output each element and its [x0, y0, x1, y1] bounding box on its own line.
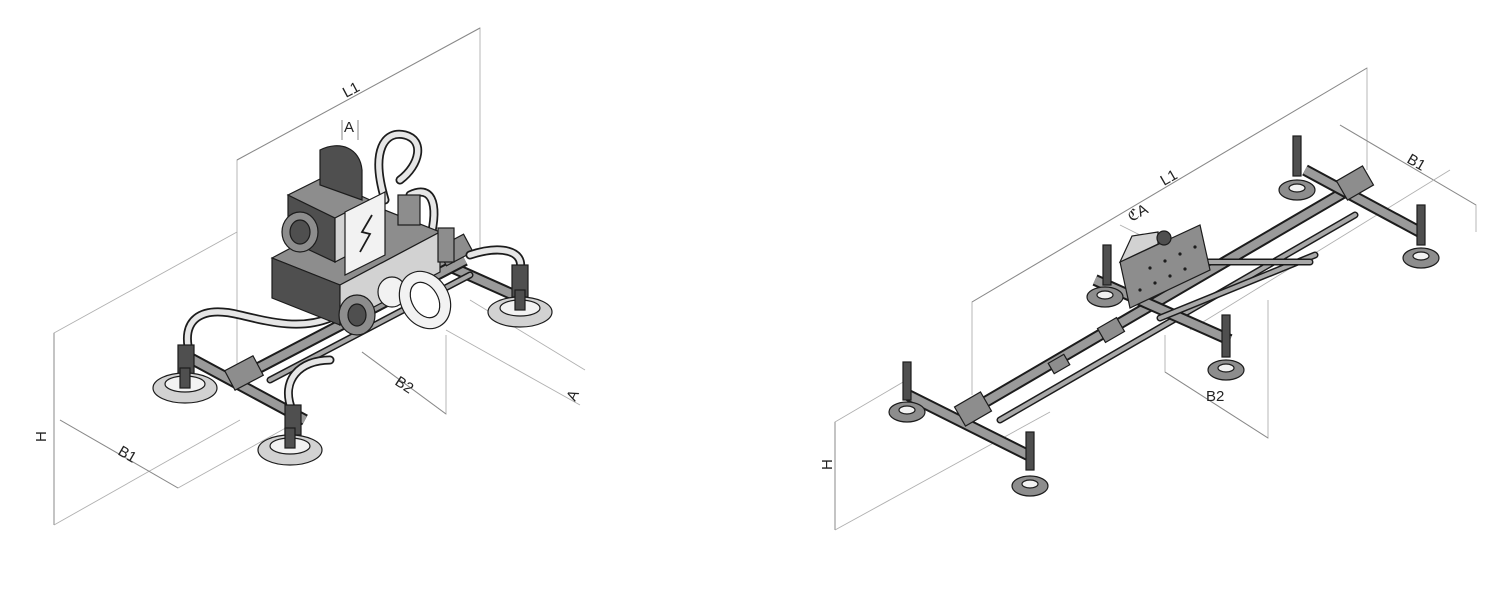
dimension-label-b2: B2	[1206, 388, 1224, 405]
dimension-label-a-side: A	[563, 387, 583, 403]
suction-pad	[1207, 314, 1245, 381]
dimension-label-b1: B1	[115, 443, 139, 467]
suction-pads	[888, 135, 1440, 497]
suction-pad	[487, 264, 553, 328]
vacuum-lifter-long-frame-svg: L1 ℭA B1 B2 H	[819, 67, 1477, 531]
frame-beams	[905, 164, 1423, 461]
suction-pad	[1402, 204, 1440, 269]
suction-pads	[152, 264, 553, 466]
dimension-label-h: H	[33, 431, 50, 442]
mounting-plate	[1118, 224, 1211, 309]
dimension-label-l1: L1	[1158, 166, 1181, 189]
suction-pad	[152, 344, 218, 404]
vacuum-lifter-compact-drawing: L1 A B2 A H B1	[0, 0, 740, 591]
dimension-label-center-offset: ℭA	[1125, 201, 1151, 226]
dimension-lines	[834, 67, 1477, 531]
dimension-label-l1: L1	[340, 79, 363, 102]
suction-pad	[888, 361, 926, 423]
suction-pad	[1011, 431, 1049, 497]
vacuum-lifter-long-frame-drawing: L1 ℭA B1 B2 H	[760, 0, 1503, 591]
dimension-label-b1: B1	[1404, 151, 1428, 175]
vacuum-lifter-compact-svg: L1 A B2 A H B1	[33, 27, 586, 526]
dimension-label-a-top: A	[344, 119, 354, 136]
motor-housing	[270, 145, 455, 336]
dimension-label-h: H	[819, 459, 836, 470]
vacuum-hoses	[182, 129, 526, 415]
suction-pad	[257, 404, 323, 466]
suction-pad	[1086, 244, 1124, 308]
suction-pad	[1278, 135, 1316, 201]
